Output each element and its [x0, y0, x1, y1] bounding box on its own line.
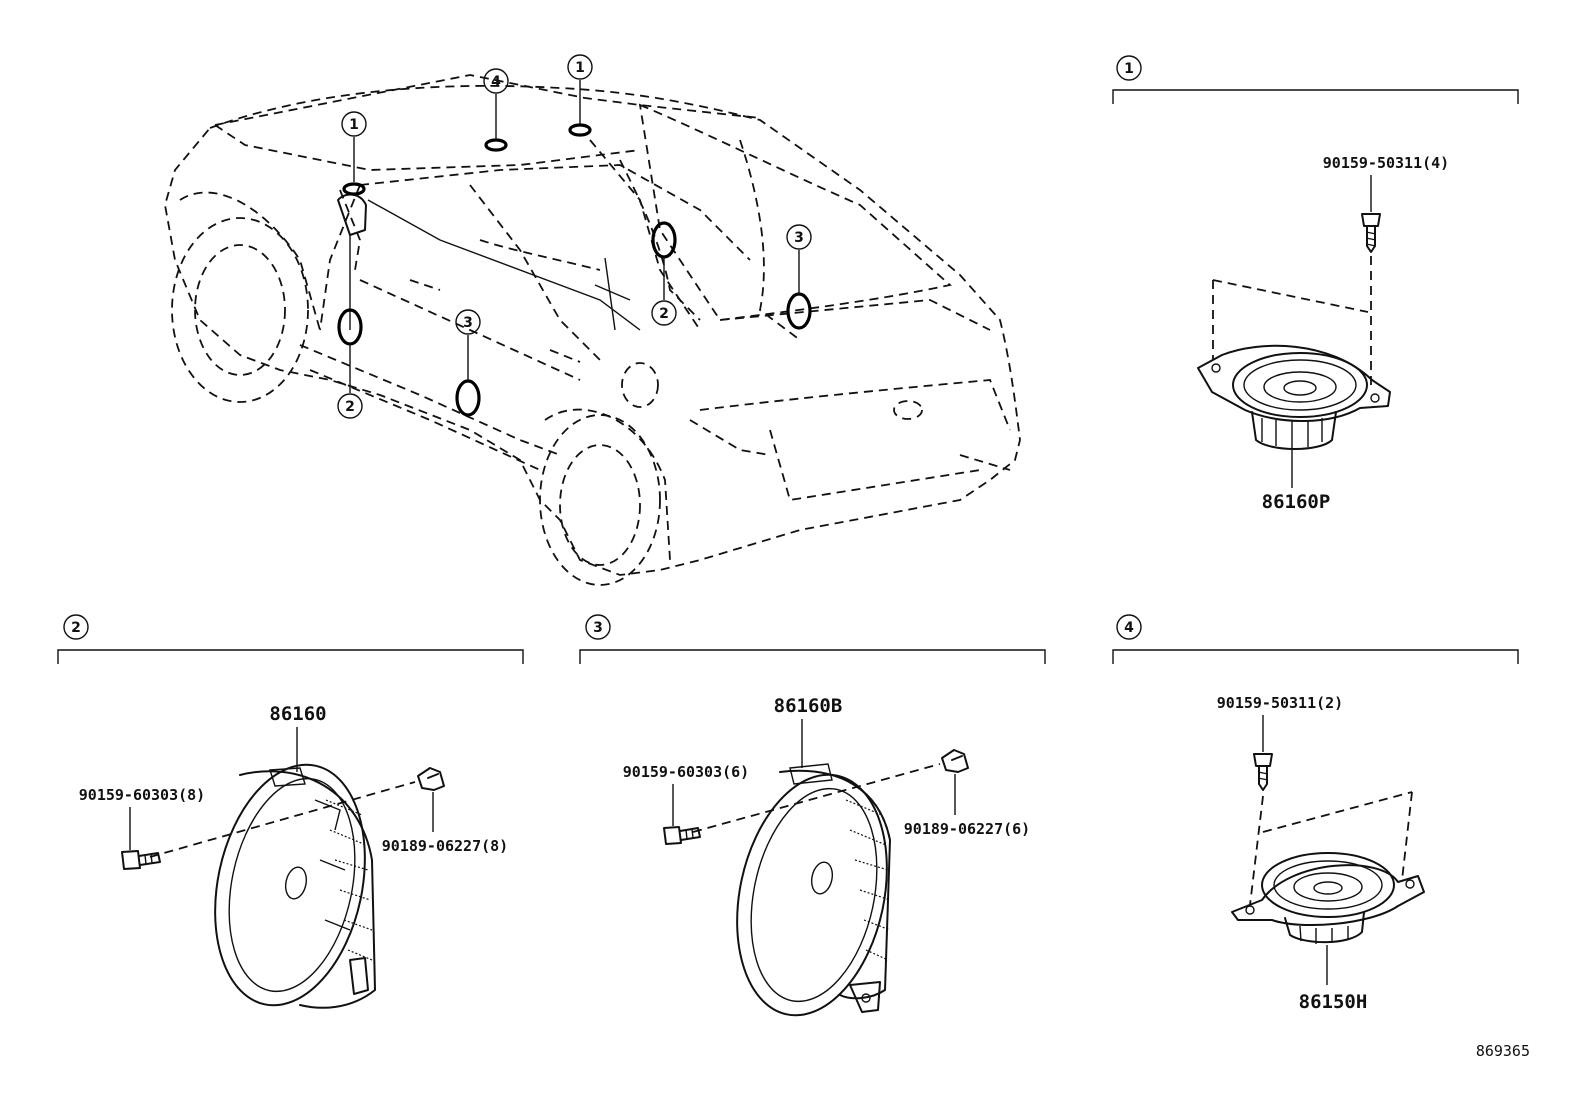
group-4-speaker-icon	[1231, 852, 1425, 944]
svg-text:3: 3	[463, 315, 473, 331]
callout-4: 4	[483, 68, 509, 94]
callout-1-a: 1	[341, 111, 367, 137]
group-1-part-label: 86160P	[1262, 491, 1331, 513]
group-1-bolt-label: 90159-50311(4)	[1323, 154, 1449, 172]
group-2-nut-label: 90189-06227(8)	[382, 837, 508, 855]
svg-text:3: 3	[593, 620, 603, 636]
svg-text:2: 2	[345, 399, 355, 415]
group-1-bracket	[1112, 89, 1519, 104]
group-2: 2 86160 90159-60303(8) 90189-062	[57, 614, 524, 1009]
group-2-screw-icon	[121, 850, 161, 870]
callout-2-b: 2	[651, 300, 677, 326]
group-1: 1 90159-50311(4) 86160P	[1112, 55, 1519, 513]
group-3-nut-icon	[941, 749, 969, 773]
svg-text:1: 1	[575, 60, 585, 76]
svg-text:1: 1	[1124, 61, 1134, 77]
svg-text:4: 4	[1124, 620, 1134, 636]
group-2-number: 2	[63, 614, 89, 640]
group-4-bolt-label: 90159-50311(2)	[1217, 694, 1343, 712]
group-1-number: 1	[1116, 55, 1142, 81]
group-4-number: 4	[1116, 614, 1142, 640]
group-3-nut-label: 90189-06227(6)	[904, 820, 1030, 838]
group-3-part-label: 86160B	[774, 695, 843, 717]
svg-text:1: 1	[349, 117, 359, 133]
group-4-part-label: 86150H	[1299, 991, 1368, 1013]
group-3-screw-icon	[663, 826, 701, 845]
figure-id: 869365	[1476, 1042, 1530, 1060]
group-3-number: 3	[585, 614, 611, 640]
group-2-nut-icon	[417, 767, 445, 791]
callout-1-b: 1	[567, 54, 593, 80]
group-3: 3 86160B 90159-60303(6) 90189-06	[579, 614, 1046, 1017]
svg-text:3: 3	[794, 230, 804, 246]
group-4: 4 90159-50311(2) 86150H	[1112, 614, 1519, 1013]
callout-3-a: 3	[455, 309, 481, 335]
svg-text:2: 2	[659, 306, 669, 322]
group-4-bracket	[1112, 649, 1519, 664]
group-2-part-label: 86160	[269, 703, 326, 725]
car-illustration	[164, 74, 1021, 586]
group-4-bolt-icon	[1253, 753, 1273, 791]
group-2-bracket	[57, 649, 524, 664]
group-1-speaker-icon	[1197, 344, 1391, 450]
svg-text:2: 2	[71, 620, 81, 636]
group-2-speaker-icon	[214, 763, 376, 1009]
callout-2-a: 2	[337, 393, 363, 419]
svg-text:4: 4	[491, 74, 501, 90]
group-3-speaker-icon	[736, 763, 891, 1017]
callout-3-b: 3	[786, 224, 812, 250]
group-3-screw-label: 90159-60303(6)	[623, 763, 749, 781]
group-2-screw-label: 90159-60303(8)	[79, 786, 205, 804]
group-3-bracket	[579, 649, 1046, 664]
group-1-bolt-icon	[1361, 213, 1381, 253]
